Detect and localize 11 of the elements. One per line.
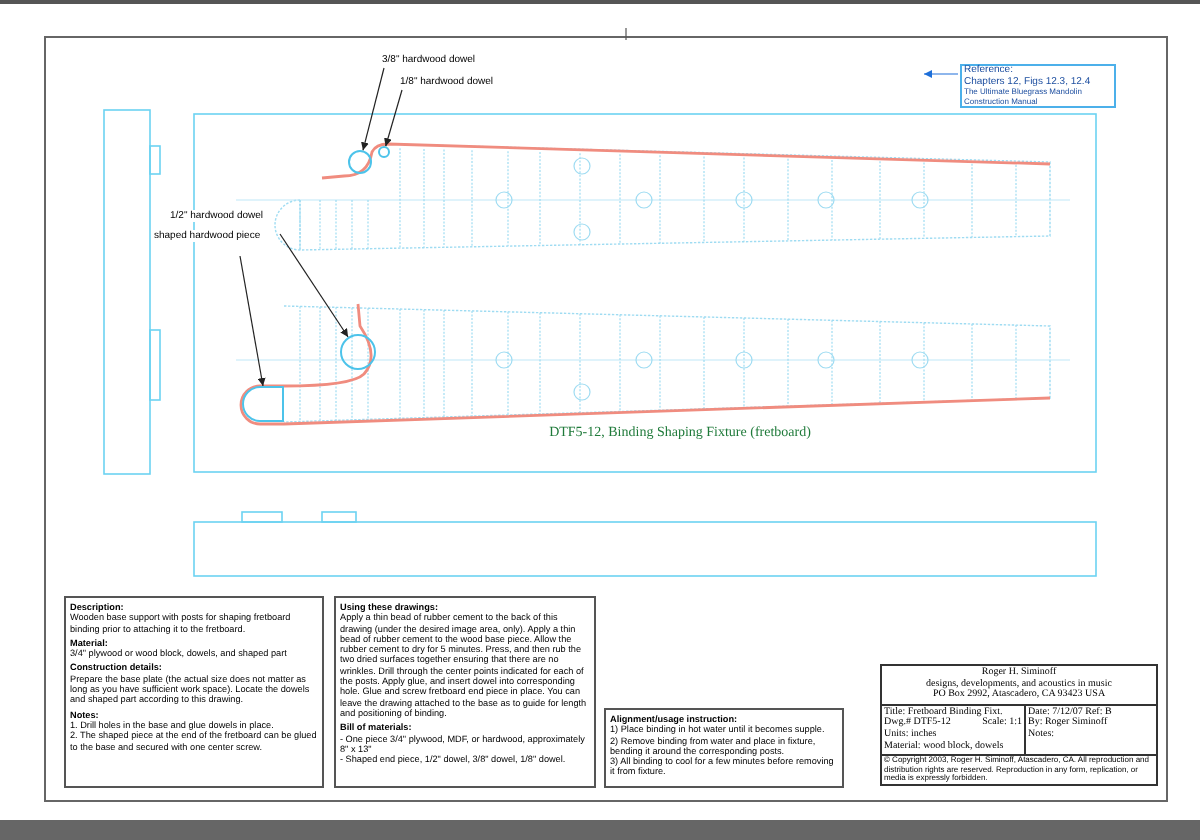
leader-line [239,255,266,387]
arrow [923,70,959,78]
leader-line [279,233,349,338]
reference-box [960,64,1116,109]
shaped-piece [242,386,284,422]
title-block [880,664,1158,786]
leader-line [361,67,385,151]
note-panel [604,708,844,788]
note-panel [64,596,324,788]
leader-line [384,89,403,147]
note-panel [334,596,596,788]
